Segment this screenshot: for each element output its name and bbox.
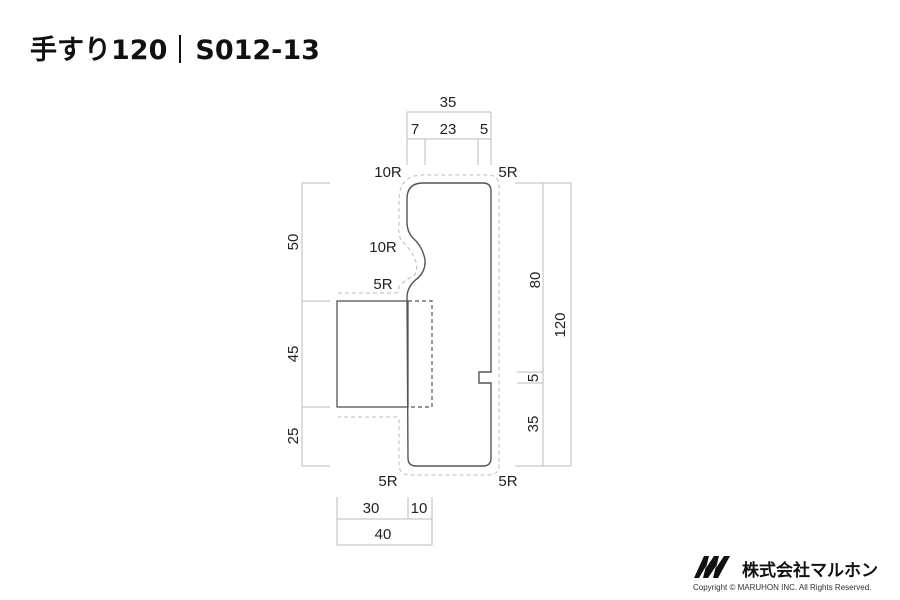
dim-bottom-right: 10 — [411, 500, 428, 517]
company-name: 株式会社マルホン — [742, 561, 878, 581]
dim-top-total: 35 — [440, 94, 457, 111]
dim-top-left: 7 — [411, 121, 419, 138]
clearance-outline — [338, 174, 500, 476]
dim-left-mid: 45 — [285, 346, 302, 363]
product-name: 手すり120 — [30, 35, 168, 66]
radius-top-right: 5R — [498, 164, 517, 181]
dim-top-mid: 23 — [440, 121, 457, 138]
bracket-hidden-edge — [408, 300, 433, 408]
radius-bottom-left: 5R — [378, 473, 397, 490]
copyright-text: Copyright © MARUHON INC. All Rights Rese… — [693, 583, 872, 592]
radius-top-left: 10R — [374, 164, 402, 181]
dim-right-total: 120 — [552, 312, 569, 337]
radius-bulge-lower: 5R — [373, 276, 392, 293]
maruhon-logo-icon — [694, 556, 730, 578]
dim-left-upper: 50 — [285, 234, 302, 251]
page-title: 手すり120 S012-13 — [30, 28, 320, 67]
dim-right-notch: 5 — [525, 374, 542, 382]
radius-bottom-right: 5R — [498, 473, 517, 490]
dim-right-lower: 35 — [525, 416, 542, 433]
dim-bottom-total: 40 — [375, 526, 392, 543]
radius-bulge: 10R — [369, 239, 397, 256]
handrail-profile — [406, 182, 492, 467]
title-separator — [179, 35, 182, 63]
dim-left-lower: 25 — [285, 428, 302, 445]
product-code: S012-13 — [195, 35, 320, 66]
dim-top-right: 5 — [480, 121, 488, 138]
dimension-lines — [301, 111, 572, 546]
wall-bracket — [336, 300, 409, 408]
dim-right-upper: 80 — [527, 272, 544, 289]
dim-bottom-left: 30 — [363, 500, 380, 517]
